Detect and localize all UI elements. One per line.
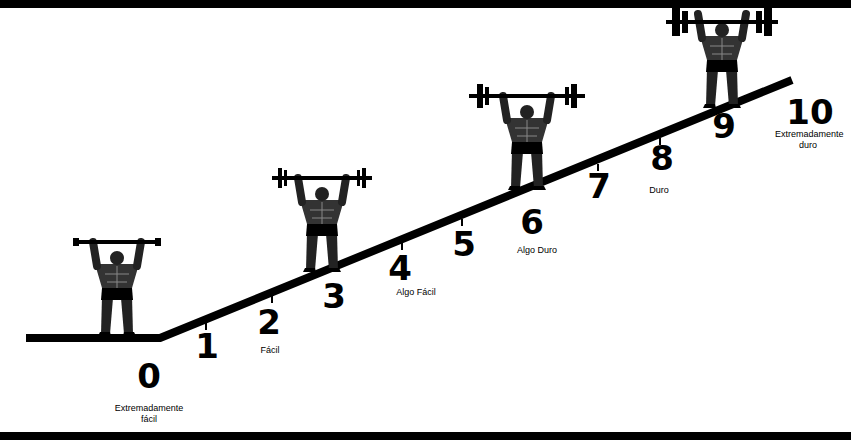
scale-number: 1 [195, 329, 219, 363]
scale-number: 0 [137, 359, 161, 393]
scale-label: Algo Fácil [396, 287, 436, 298]
scale-label: Fácil [260, 345, 279, 356]
scale-number: 9 [712, 109, 736, 143]
scale-number: 2 [257, 305, 281, 339]
scale-label: Extremadamente duro [775, 129, 841, 151]
scale-number: 5 [452, 227, 476, 261]
scale-number: 3 [322, 279, 346, 313]
scale-label: Duro [649, 185, 669, 196]
scale-number: 4 [388, 251, 412, 285]
scale-number: 7 [587, 169, 611, 203]
scale-number: 8 [650, 141, 674, 175]
scale-label: Algo Duro [517, 245, 557, 256]
scale-number: 6 [520, 205, 544, 239]
scale-label: Extremadamente fácil [109, 403, 189, 425]
scale-number: 10 [786, 95, 833, 129]
